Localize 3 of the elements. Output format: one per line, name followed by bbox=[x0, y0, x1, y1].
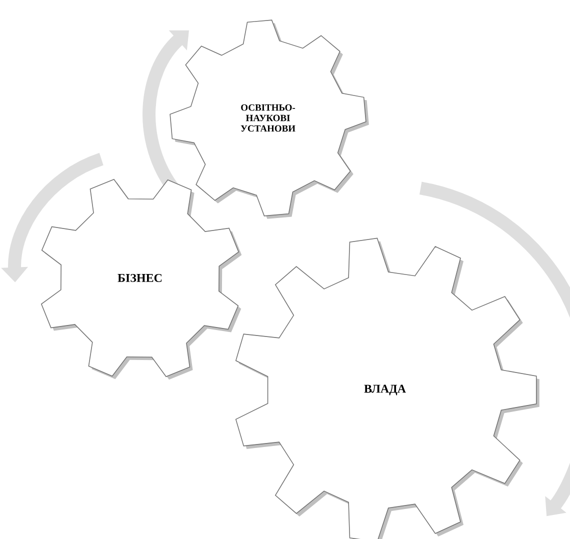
gear: ВЛАДА bbox=[235, 238, 540, 539]
gear: БІЗНЕС bbox=[40, 178, 242, 380]
gear: ОСВІТНЬО-НАУКОВІ УСТАНОВИ bbox=[170, 20, 369, 219]
